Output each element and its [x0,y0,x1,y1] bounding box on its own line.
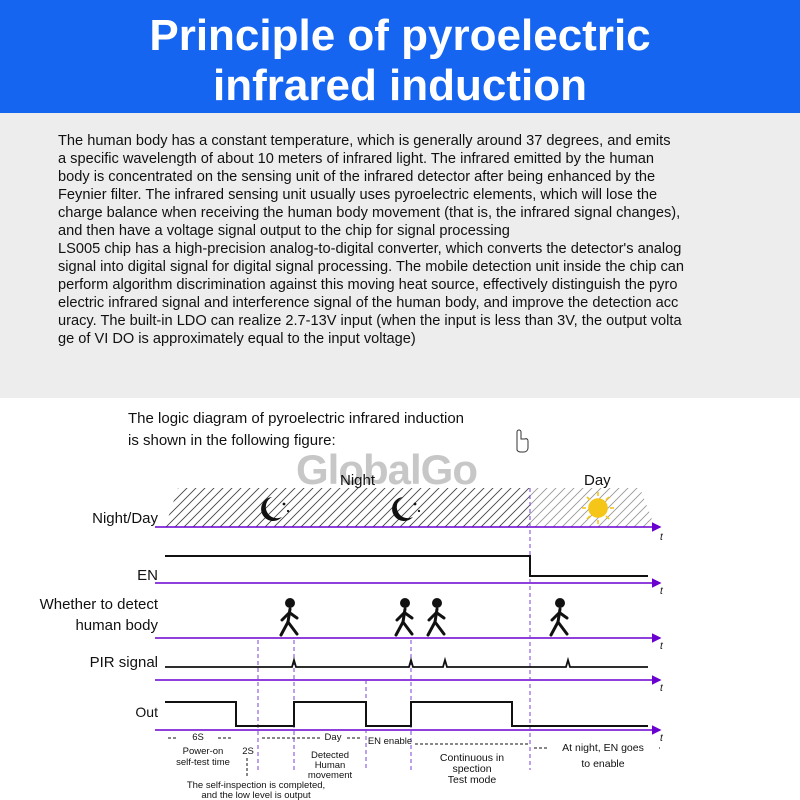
description-line: LS005 chip has a high-precision analog-t… [58,241,682,257]
person-walking-icon [279,598,299,637]
description-line: The human body has a constant temperatur… [58,133,671,149]
description-line: a specific wavelength of about 10 meters… [58,151,654,167]
description-panel: The human body has a constant temperatur… [0,113,800,398]
annotation-day: Day [320,732,346,743]
time-axis-label: t [660,586,663,597]
annotation-detected-2: Human [314,760,346,771]
description-line: ge of VI DO is approximately equal to th… [58,331,416,347]
time-axis-label: t [660,733,663,744]
annotation-continuous-2: spection [452,763,492,775]
signal-label-out: Out [135,704,158,720]
signal-label-detect-1: Whether to detect [39,596,158,613]
annotation-2s: 2S [242,746,254,757]
time-axis-label: t [660,683,663,694]
description-line: and then have a voltage signal output to… [58,223,510,239]
annotation-power-on-1: Power-on [182,746,224,757]
watermark-logo: GlobalGo [296,446,478,493]
annotation-at-night-1: At night, EN goes [548,742,658,754]
signal-label-en: EN [137,567,158,584]
description-line: perform algorithm discrimination against… [58,277,678,293]
annotation-detected-3: movement [307,770,353,781]
description-line: Feynier filter. The infrared sensing uni… [58,187,658,203]
description-line: electric infrared signal and interferenc… [58,295,679,311]
page-title-line-2: infrared induction [213,61,587,110]
person-walking-icon [549,598,569,637]
time-axis-label: t [660,641,663,652]
hand-cursor-icon [516,429,529,453]
person-walking-icon [426,598,446,637]
annotation-at-night-2: to enable [581,758,625,770]
sun-icon [582,492,614,524]
title-banner: Principle of pyroelectric infrared induc… [0,0,800,113]
pir-signal [165,656,648,668]
diagram-caption-line-1: The logic diagram of pyroelectric infrar… [128,410,464,427]
description-line: body is concentrated on the sensing unit… [58,169,656,185]
description-line: signal into digital signal for digital s… [58,259,685,275]
person-walking-icon [394,598,414,637]
signal-label-detect-2: human body [75,617,158,634]
day-label: Day [584,472,611,489]
page-title-line-1: Principle of pyroelectric [149,11,651,60]
annotation-power-on-2: self-test time [176,757,230,768]
description-line: charge balance when receiving the human … [58,205,681,221]
annotation-detected-1: Detected [310,750,350,761]
description-line: uracy. The built-in LDO can realize 2.7-… [58,313,682,329]
annotation-continuous-1: Continuous in [439,752,505,764]
signal-label-pir: PIR signal [89,654,158,671]
moon-icon [261,497,290,521]
en-signal [165,555,648,577]
annotation-self-insp-2: and the low level is output [201,790,311,800]
out-signal [165,701,648,727]
time-axis-label: t [660,532,663,543]
moon-icon [392,497,421,521]
diagram-caption-line-2: is shown in the following figure: [128,432,336,449]
annotation-continuous-3: Test mode [447,774,497,786]
signal-label-night-day: Night/Day [92,510,158,527]
night-band [165,488,530,527]
annotation-6s: 6S [178,732,218,743]
annotation-en-enable: EN enable [367,736,413,747]
night-label: Night [340,472,376,489]
annotation-self-insp-1: The self-inspection is completed, [186,780,326,791]
